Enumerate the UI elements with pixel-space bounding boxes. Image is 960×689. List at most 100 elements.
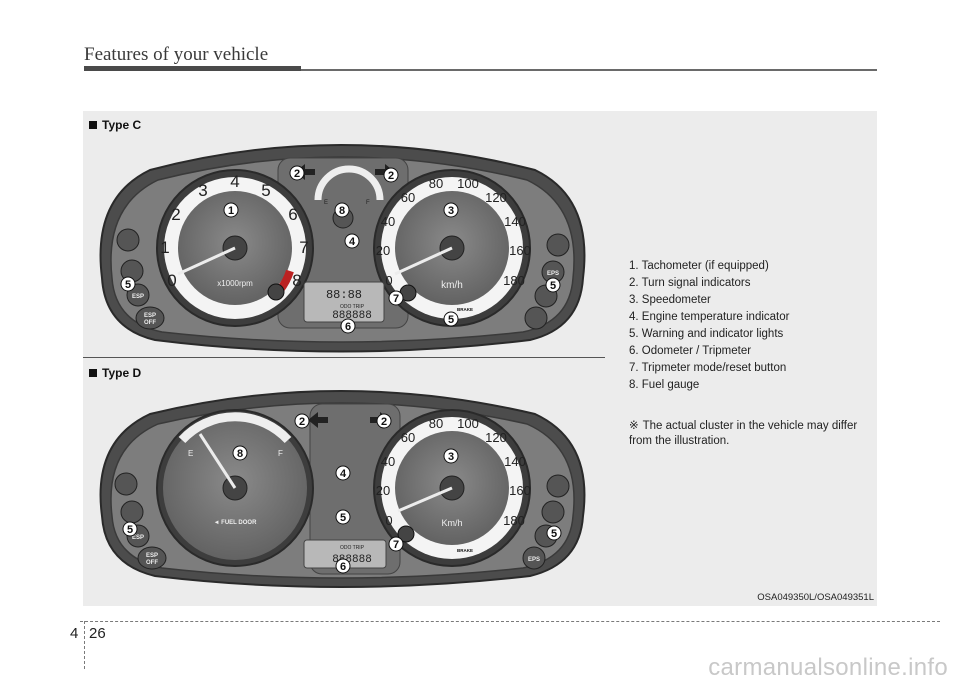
legend-item: 2. Turn signal indicators xyxy=(629,277,751,289)
callout-2: 2 xyxy=(294,413,310,429)
speed-tick: 20 xyxy=(376,243,390,258)
speed-tick: 160 xyxy=(509,483,531,498)
cluster-type-d: E F ◄ FUEL DOOR 0 20 40 60 80 100 120 14… xyxy=(99,390,586,588)
esp-off-line2: OFF xyxy=(144,320,156,326)
svg-text:1: 1 xyxy=(228,205,234,217)
callout-2: 2 xyxy=(376,413,392,429)
footer-rule xyxy=(80,621,940,622)
fuel-e: E xyxy=(188,449,193,458)
speed-unit: km/h xyxy=(441,280,463,291)
callout-2: 2 xyxy=(289,165,305,181)
speed-tick: 180 xyxy=(503,513,525,528)
figure-code: OSA049350L/OSA049351L xyxy=(757,592,874,603)
callout-4: 4 xyxy=(344,233,360,249)
illustration-note: ※The actual cluster in the vehicle may d… xyxy=(629,419,859,449)
fuel-f: F xyxy=(366,200,370,206)
brake-indicator: BRAKE xyxy=(457,307,473,312)
tach-tick: 6 xyxy=(288,205,297,224)
tach-tick: 8 xyxy=(292,271,301,290)
tach-unit: x1000rpm xyxy=(217,279,253,288)
svg-text:5: 5 xyxy=(125,279,131,291)
eps-indicator: EPS xyxy=(547,271,559,277)
callout-6: 6 xyxy=(340,318,356,334)
callout-7: 7 xyxy=(388,536,404,552)
svg-text:4: 4 xyxy=(349,236,356,248)
speed-tick: 140 xyxy=(504,454,526,469)
svg-text:7: 7 xyxy=(393,539,399,551)
legend-item: 7. Tripmeter mode/reset button xyxy=(629,362,787,374)
callout-5: 5 xyxy=(546,525,562,541)
type-d-text: Type D xyxy=(102,366,142,380)
svg-text:5: 5 xyxy=(340,512,346,524)
page-header-title: Features of your vehicle xyxy=(84,44,269,65)
speed-tick: 180 xyxy=(503,273,525,288)
callout-1: 1 xyxy=(223,202,239,218)
svg-text:2: 2 xyxy=(294,168,300,180)
svg-text:8: 8 xyxy=(339,205,345,217)
callout-7: 7 xyxy=(388,290,404,306)
svg-text:2: 2 xyxy=(388,170,394,182)
legend-item: 1. Tachometer (if equipped) xyxy=(629,260,769,272)
svg-text:3: 3 xyxy=(448,451,454,463)
legend-item: 5. Warning and indicator lights xyxy=(629,328,784,340)
tach-tick: 3 xyxy=(198,181,207,200)
speed-tick: 0 xyxy=(385,273,392,288)
fuel-door-label: ◄ FUEL DOOR xyxy=(214,520,257,526)
legend-item: 8. Fuel gauge xyxy=(629,379,700,391)
callout-8: 8 xyxy=(232,445,248,461)
type-c-label: Type C xyxy=(89,118,141,132)
page-number: 26 xyxy=(89,625,106,642)
legend-item: 4. Engine temperature indicator xyxy=(629,311,790,323)
callout-5: 5 xyxy=(443,311,459,327)
display-mode: ODO TRIP xyxy=(340,545,365,551)
esp-indicator: ESP xyxy=(132,294,144,300)
tach-tick: 7 xyxy=(299,238,308,257)
tach-tick: 4 xyxy=(230,172,239,191)
speed-tick: 0 xyxy=(385,513,392,528)
speed-tick: 100 xyxy=(457,176,479,191)
svg-text:5: 5 xyxy=(127,524,133,536)
svg-text:6: 6 xyxy=(345,321,351,333)
svg-text:2: 2 xyxy=(381,416,387,428)
callout-2: 2 xyxy=(383,167,399,183)
speed-tick: 40 xyxy=(381,454,395,469)
svg-text:5: 5 xyxy=(448,314,454,326)
speed-tick: 80 xyxy=(429,176,443,191)
legend-item: 3. Speedometer xyxy=(629,294,711,306)
speed-tick: 100 xyxy=(457,416,479,431)
brake-indicator: BRAKE xyxy=(457,548,473,553)
esp-off-line2: OFF xyxy=(146,560,158,566)
esp-off-line1: ESP xyxy=(146,553,158,559)
svg-text:5: 5 xyxy=(551,528,557,540)
watermark: carmanualsonline.info xyxy=(708,654,948,681)
legend-item: 6. Odometer / Tripmeter xyxy=(629,345,752,357)
cluster-type-c: 0 1 2 3 4 5 6 7 8 x1000rpm 0 20 40 60 80… xyxy=(99,144,586,353)
header-rule xyxy=(301,69,877,71)
svg-text:4: 4 xyxy=(340,468,347,480)
speed-tick: 40 xyxy=(381,214,395,229)
speed-tick: 120 xyxy=(485,190,507,205)
callout-5: 5 xyxy=(545,277,561,293)
type-d-label: Type D xyxy=(89,366,141,380)
speed-tick: 160 xyxy=(509,243,531,258)
callout-4: 4 xyxy=(335,465,351,481)
callout-5: 5 xyxy=(120,276,136,292)
speed-tick: 80 xyxy=(429,416,443,431)
type-c-text: Type C xyxy=(102,118,142,132)
callout-3: 3 xyxy=(443,448,459,464)
callout-8: 8 xyxy=(334,202,350,218)
svg-text:3: 3 xyxy=(448,205,454,217)
eps-indicator: EPS xyxy=(528,557,540,563)
callout-5: 5 xyxy=(122,521,138,537)
svg-text:8: 8 xyxy=(237,448,243,460)
speed-tick: 120 xyxy=(485,430,507,445)
callout-6: 6 xyxy=(335,558,351,574)
note-text: The actual cluster in the vehicle may di… xyxy=(629,420,858,447)
fuel-f: F xyxy=(278,449,283,458)
tach-tick: 0 xyxy=(167,271,176,290)
speed-tick: 60 xyxy=(401,430,415,445)
display-mode: ODO TRIP xyxy=(340,304,365,310)
svg-text:7: 7 xyxy=(393,293,399,305)
callout-5: 5 xyxy=(335,509,351,525)
esp-indicator: ESP xyxy=(132,535,144,541)
